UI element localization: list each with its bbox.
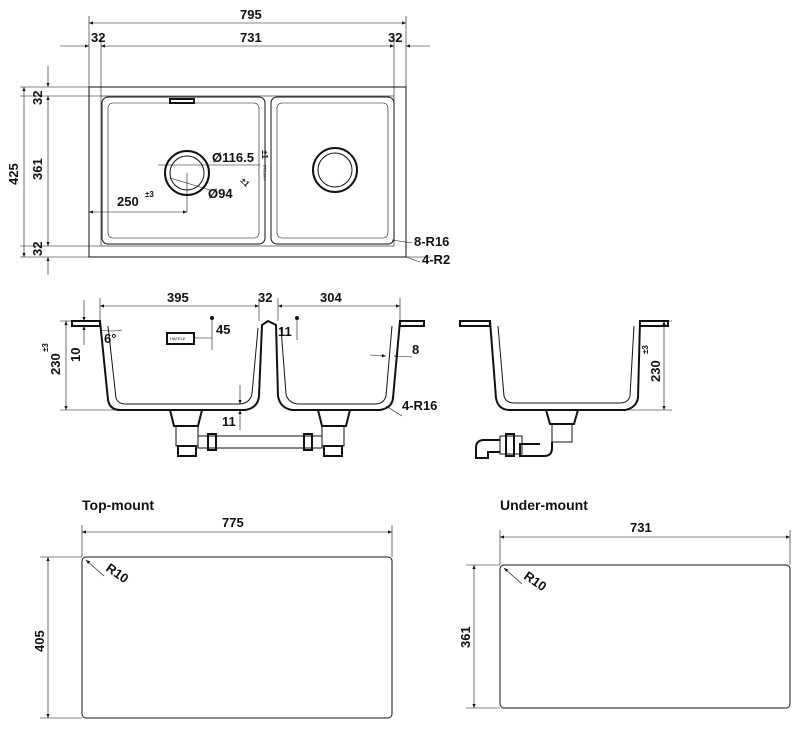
- dim-drain-large: Ø116.5: [212, 150, 254, 165]
- dim-top-mount-width: 775: [222, 515, 244, 530]
- dim-rim-thickness: 10: [68, 348, 83, 362]
- dim-under-mount-height: 361: [458, 626, 473, 648]
- dim-drain-offset-tol: ±3: [145, 190, 154, 199]
- overflow-slot: [169, 98, 195, 104]
- dim-bowl-radius: 4-R16: [402, 398, 437, 413]
- dim-bottom-thickness: 11: [222, 414, 236, 429]
- dim-drain-large-tol: ±1: [260, 150, 269, 159]
- left-bowl: [101, 96, 266, 245]
- dim-draft-angle: 6°: [104, 331, 116, 346]
- under-mount-outline: [499, 564, 791, 709]
- top-mount-outline: [81, 556, 393, 719]
- dim-under-mount-radius: R10: [521, 568, 549, 594]
- dim-right-bowl-width: 304: [320, 290, 342, 305]
- dim-overall-height: 425: [6, 163, 21, 185]
- right-bowl-inner: [276, 102, 389, 239]
- dim-depth-tol: ±3: [41, 343, 50, 352]
- dim-top-mount-height: 405: [32, 630, 47, 652]
- dim-drain-small: Ø94: [208, 186, 233, 201]
- section-view: HÄFELE 395 32 304 230 ±3 10 6°: [41, 290, 437, 457]
- brand-label: HÄFELE: [262, 164, 267, 180]
- under-mount-cutout: Under-mount 731 361 R10: [458, 497, 791, 709]
- sink-outline: [88, 86, 407, 258]
- drain-small-inner-icon: [317, 152, 353, 188]
- dim-depth: 230: [48, 353, 63, 375]
- dim-wall-thickness: 8: [412, 342, 419, 357]
- dim-drain-offset: 250: [117, 194, 139, 209]
- dim-inner-height: 361: [30, 158, 45, 180]
- dim-left-bowl-width: 395: [167, 290, 189, 305]
- dim-under-mount-width: 731: [630, 520, 652, 535]
- dim-side-depth-tol: ±3: [641, 345, 650, 354]
- dim-divider-drop: 11: [278, 324, 292, 339]
- dim-margin-top: 32: [30, 91, 45, 105]
- dim-corner-outer: 8-R16: [414, 234, 449, 249]
- dim-divider: 32: [258, 290, 272, 305]
- left-bowl-section: [99, 319, 401, 411]
- side-bowl-section: [489, 320, 641, 411]
- section-brand-label: HÄFELE: [170, 336, 186, 341]
- dim-margin-bottom: 32: [30, 242, 45, 256]
- dim-inner-width: 731: [240, 30, 262, 45]
- dim-overflow-offset: 45: [216, 322, 230, 337]
- drain-small-icon: [312, 147, 358, 193]
- dim-overall-width: 795: [240, 7, 262, 22]
- top-view: HÄFELE 795 731 32 32 425 361 32 32 Ø116.…: [6, 7, 450, 275]
- top-mount-title: Top-mount: [82, 497, 154, 513]
- top-mount-cutout: Top-mount 775 405 R10: [32, 497, 393, 719]
- dim-side-depth: 230: [648, 360, 663, 382]
- dim-top-mount-radius: R10: [103, 560, 131, 586]
- right-bowl: [270, 96, 395, 245]
- sink-rim: [100, 95, 395, 247]
- dim-drain-small-tol: ±1: [239, 176, 252, 189]
- left-bowl-inner: [107, 102, 260, 239]
- dim-margin-right: 32: [388, 30, 402, 45]
- under-mount-title: Under-mount: [500, 497, 588, 513]
- dim-margin-left: 32: [91, 30, 105, 45]
- dim-corner-inner: 4-R2: [422, 252, 450, 267]
- overflow-box: [166, 332, 195, 345]
- side-view: 230 ±3: [459, 320, 672, 459]
